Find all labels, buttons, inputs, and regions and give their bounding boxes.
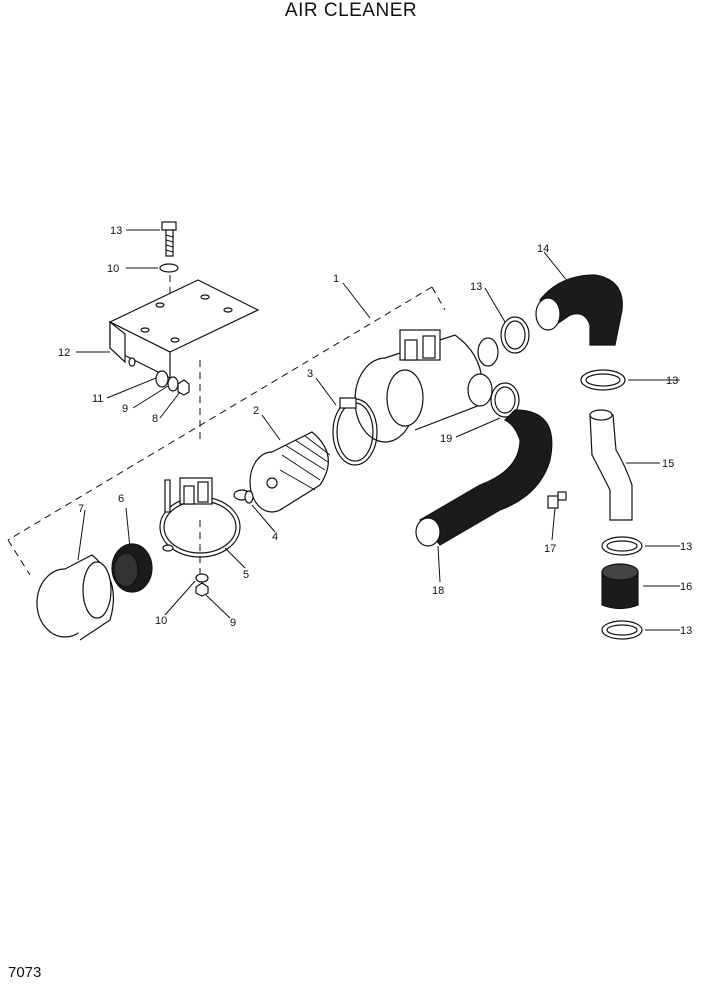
- tube-15: [589, 409, 633, 521]
- bracket-dash-line: [169, 275, 201, 575]
- callout-9-upper: 9: [122, 403, 128, 415]
- callout-1: 1: [333, 273, 339, 285]
- callout-8-upper: 8: [152, 413, 158, 425]
- fitting-17: [547, 491, 567, 509]
- sleeve-16: [601, 563, 639, 610]
- callout-9-lower: 10: [155, 615, 167, 627]
- hose-clamp-19: [490, 382, 520, 418]
- callout-11: 12: [58, 347, 70, 359]
- page-code: 7073: [8, 964, 42, 981]
- callout-14: 14: [537, 243, 549, 255]
- hose-clamp-13-d: [601, 620, 643, 640]
- hose-clamp-13-c: [601, 536, 643, 556]
- band-clamp-3: [332, 397, 378, 466]
- washer-10-top: [159, 263, 179, 273]
- filter-element-2: [249, 431, 331, 513]
- elbow-hose-14: [535, 274, 623, 346]
- bracket-11: [108, 279, 260, 379]
- callout-13-c: 13: [680, 541, 692, 553]
- hose-clamp-13-b: [580, 369, 626, 391]
- callout-3: 3: [307, 368, 313, 380]
- washer-9-lower: [195, 573, 209, 583]
- callout-4: 4: [272, 531, 278, 543]
- hose-clamp-13-a: [500, 316, 530, 354]
- mounting-band-5: [159, 477, 241, 558]
- washer-10-bottom: [155, 370, 169, 388]
- lock-washer-9: [167, 376, 179, 392]
- callout-13-d: 13: [680, 625, 692, 637]
- gasket-6: [111, 543, 153, 593]
- callout-16: 16: [680, 581, 692, 593]
- page-title: AIR CLEANER: [284, 0, 418, 21]
- callout-8-lower: 9: [230, 617, 236, 629]
- callout-10-bottom: 11: [92, 393, 103, 405]
- air-cleaner-housing-1: [354, 329, 499, 443]
- wing-nut-4: [233, 489, 254, 504]
- callout-13-a: 13: [470, 281, 482, 293]
- callout-6: 6: [118, 493, 124, 505]
- leader-lines: [76, 229, 680, 631]
- nut-8-lower: [195, 582, 209, 597]
- callout-18: 18: [432, 585, 444, 597]
- callout-5: 5: [243, 569, 249, 581]
- callout-10-top: 10: [107, 263, 119, 275]
- hose-18: [415, 409, 553, 547]
- end-cover-7: [36, 554, 114, 641]
- callout-19: 19: [440, 433, 452, 445]
- callout-17: 17: [544, 543, 556, 555]
- bolt-12: [161, 221, 177, 257]
- callout-13-b: 13: [666, 375, 678, 387]
- callout-12: 13: [110, 225, 122, 237]
- nut-8: [177, 379, 190, 396]
- callout-7: 7: [78, 503, 84, 515]
- callout-15: 15: [662, 458, 674, 470]
- assembly-boundary: [7, 286, 446, 576]
- callout-2: 2: [253, 405, 259, 417]
